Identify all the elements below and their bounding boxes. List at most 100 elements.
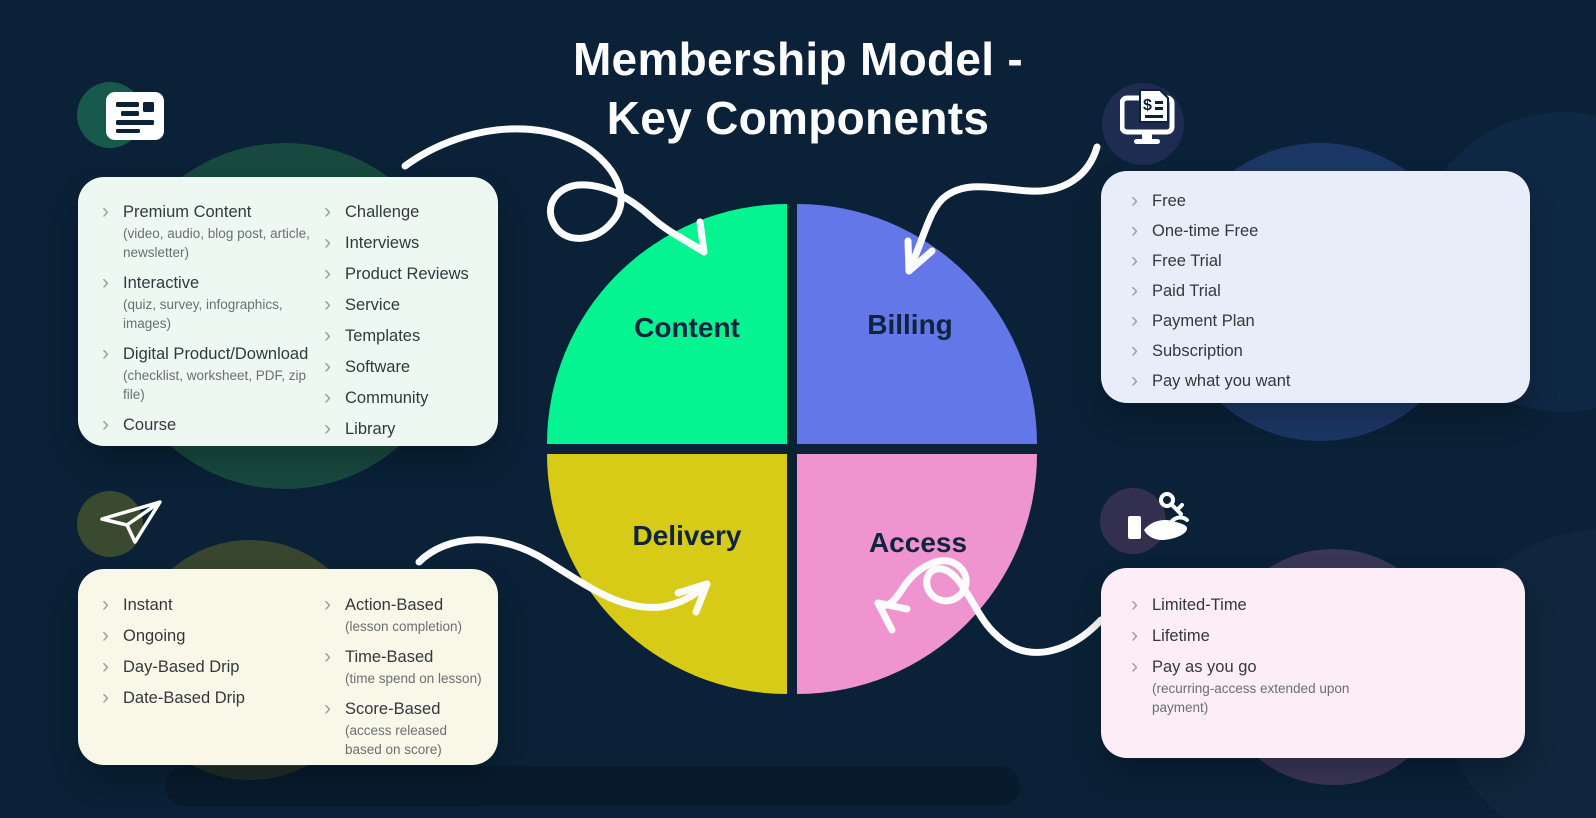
decor-shadow-band xyxy=(165,766,1020,806)
item-label: Interviews xyxy=(345,234,420,252)
card-content-left-column: › Premium Content (video, audio, blog po… xyxy=(102,200,314,446)
list-item: › Digital Product/Download (checklist, w… xyxy=(102,342,314,404)
item-label: Payment Plan xyxy=(1152,312,1255,330)
list-item: › Instant xyxy=(102,593,314,616)
chevron-right-icon: › xyxy=(102,624,109,647)
item-label: Subscription xyxy=(1152,342,1243,360)
item-sub: (quiz, survey, infographics, images) xyxy=(123,297,283,331)
wheel-segment-access: Access xyxy=(797,454,1037,694)
chevron-right-icon: › xyxy=(1131,309,1138,332)
item-label: Ongoing xyxy=(123,627,186,645)
list-item: › Library xyxy=(324,417,486,440)
item-label: Digital Product/Download xyxy=(123,345,309,363)
item-sub: (access released based on score) xyxy=(345,723,448,757)
list-item: › Community xyxy=(324,387,486,408)
chevron-right-icon: › xyxy=(1131,593,1138,616)
list-item: › Ongoing xyxy=(102,624,314,647)
card-delivery-options: › Instant › Ongoing › Day-Based Drip › D… xyxy=(78,569,498,765)
chevron-right-icon: › xyxy=(324,645,331,668)
card-delivery-right-column: › Action-Based (lesson completion) › Tim… xyxy=(324,593,486,765)
list-item: › Time-Based (time spend on lesson) xyxy=(324,645,486,688)
billing-monitor-icon: $ xyxy=(1120,89,1175,144)
list-item: › Free xyxy=(1131,190,1510,211)
chevron-right-icon: › xyxy=(102,200,109,223)
item-label: Premium Content xyxy=(123,203,252,221)
item-label: Instant xyxy=(123,596,173,614)
card-billing-options: › Free › One-time Free › Free Trial › Pa… xyxy=(1101,171,1530,403)
segment-label: Delivery xyxy=(632,520,742,551)
wheel-segment-delivery: Delivery xyxy=(547,454,787,694)
chevron-right-icon: › xyxy=(102,655,109,678)
item-label: Day-Based Drip xyxy=(123,658,240,676)
chevron-right-icon: › xyxy=(324,417,331,440)
chevron-right-icon: › xyxy=(324,593,331,616)
list-item: › Action-Based (lesson completion) xyxy=(324,593,486,636)
chevron-right-icon: › xyxy=(1131,249,1138,272)
item-label: Library xyxy=(345,420,396,438)
item-label: Product Reviews xyxy=(345,265,469,283)
item-label: Software xyxy=(345,358,411,376)
chevron-right-icon: › xyxy=(324,200,331,223)
item-sub: (video, audio, blog post, article, newsl… xyxy=(123,226,310,260)
list-item: › Free Trial xyxy=(1131,249,1510,272)
chevron-right-icon: › xyxy=(1131,339,1138,362)
chevron-right-icon: › xyxy=(324,293,331,316)
item-label: Free xyxy=(1152,192,1186,210)
wheel-segment-billing: Billing xyxy=(797,204,1037,444)
item-label: Lifetime xyxy=(1152,627,1210,645)
item-label: Paid Trial xyxy=(1152,282,1221,300)
item-label: Time-Based xyxy=(345,648,434,666)
chevron-right-icon: › xyxy=(102,413,109,436)
chevron-right-icon: › xyxy=(324,355,331,378)
chevron-right-icon: › xyxy=(102,593,109,616)
chevron-right-icon: › xyxy=(324,697,331,720)
wheel-segment-content: Content xyxy=(547,204,787,444)
chevron-right-icon: › xyxy=(324,262,331,285)
membership-wheel: Content Billing Delivery Access xyxy=(547,204,1037,694)
item-label: Pay as you go xyxy=(1152,658,1257,676)
list-item: › Paid Trial xyxy=(1131,280,1510,301)
chevron-right-icon: › xyxy=(1131,624,1138,647)
chevron-right-icon: › xyxy=(1131,655,1138,678)
list-item: › Pay as you go (recurring-access extend… xyxy=(1131,655,1505,717)
list-item: › Course xyxy=(102,413,314,436)
list-item: › Subscription xyxy=(1131,339,1510,362)
item-sub: (recurring-access extended upon payment) xyxy=(1152,681,1350,715)
item-label: Pay what you want xyxy=(1152,372,1291,390)
list-item: › Pay what you want xyxy=(1131,369,1510,392)
item-label: Course xyxy=(123,416,177,434)
page-title-line2: Key Components xyxy=(606,92,990,144)
list-item: › Product Reviews xyxy=(324,262,486,285)
item-label: Challenge xyxy=(345,203,420,221)
list-item: › Premium Content (video, audio, blog po… xyxy=(102,200,314,262)
list-item: › Day-Based Drip xyxy=(102,655,314,678)
segment-label: Content xyxy=(634,312,740,343)
chevron-right-icon: › xyxy=(102,686,109,709)
list-item: › Score-Based (access released based on … xyxy=(324,697,486,759)
svg-text:$: $ xyxy=(1143,97,1152,114)
item-sub: (lesson completion) xyxy=(345,619,463,634)
list-item: › Interactive (quiz, survey, infographic… xyxy=(102,271,314,333)
chevron-right-icon: › xyxy=(324,231,331,254)
list-item: › Challenge xyxy=(324,200,486,223)
page-title: Membership Model - Key Components xyxy=(0,30,1596,148)
chevron-right-icon: › xyxy=(102,342,109,365)
card-access-options: › Limited-Time › Lifetime › Pay as you g… xyxy=(1101,568,1525,758)
hand-key-icon xyxy=(1128,492,1189,540)
article-icon xyxy=(106,92,164,140)
item-label: Limited-Time xyxy=(1152,596,1247,614)
list-item: › Interviews xyxy=(324,231,486,254)
item-label: Date-Based Drip xyxy=(123,689,245,707)
chevron-right-icon: › xyxy=(1131,369,1138,392)
list-item: › Limited-Time xyxy=(1131,593,1505,616)
list-item: › Software xyxy=(324,355,486,378)
list-item: › Date-Based Drip xyxy=(102,686,314,709)
list-item: › Lifetime xyxy=(1131,624,1505,647)
segment-label: Access xyxy=(868,527,968,558)
item-label: Community xyxy=(345,389,429,407)
item-label: Interactive xyxy=(123,274,200,292)
chevron-right-icon: › xyxy=(324,324,331,347)
chevron-right-icon: › xyxy=(102,271,109,294)
chevron-right-icon: › xyxy=(1131,219,1138,242)
